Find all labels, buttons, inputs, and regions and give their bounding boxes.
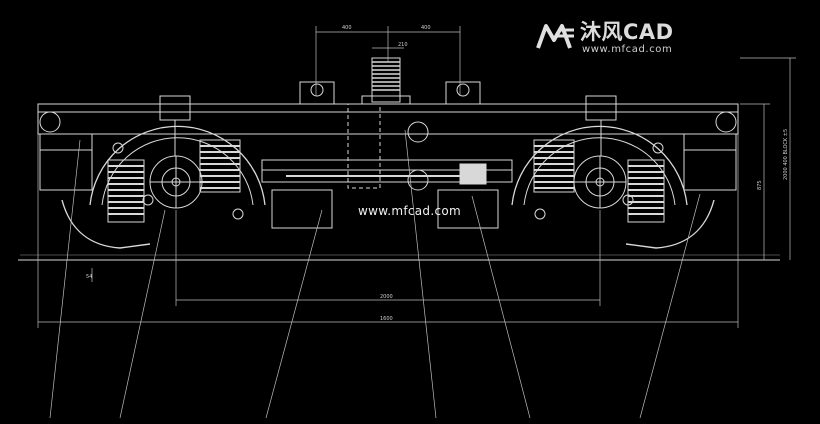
dim-bottom-inner: 2000 [380,294,393,300]
brake-lever-pin [407,121,429,143]
brake-unit-left [271,189,333,229]
logo-brand-text: 沐风CAD [580,20,674,44]
dim-center-top: 210 [398,42,408,48]
dim-top-right: 400 [421,25,431,31]
spring-left-outer [107,159,145,223]
mfcad-logo: 沐风CAD www.mfcad.com [534,14,694,58]
side-bearer-right [445,81,481,105]
dim-right-outer: 2000 400 BLOCK ±5 [783,129,789,180]
dim-right-inner: 875 [757,180,763,190]
side-frame-beam [37,103,739,135]
brake-unit-right [437,189,499,229]
frame-end-left [39,111,61,133]
logo-url-text: www.mfcad.com [582,44,673,55]
spring-right-inner [533,139,575,193]
bolster [261,159,513,183]
dim-left-small: 54 [86,274,92,280]
center-pivot [361,57,411,105]
spring-left-inner [199,139,241,193]
side-bearer-left [299,81,335,105]
dim-top-left: 400 [342,25,352,31]
spring-right-outer [627,159,665,223]
center-watermark: www.mfcad.com [358,204,461,218]
frame-end-right [715,111,737,133]
wheel-left [89,125,266,209]
dim-bottom-outer: 1600 [380,316,393,322]
mfcad-logo-mark-icon [536,24,574,49]
